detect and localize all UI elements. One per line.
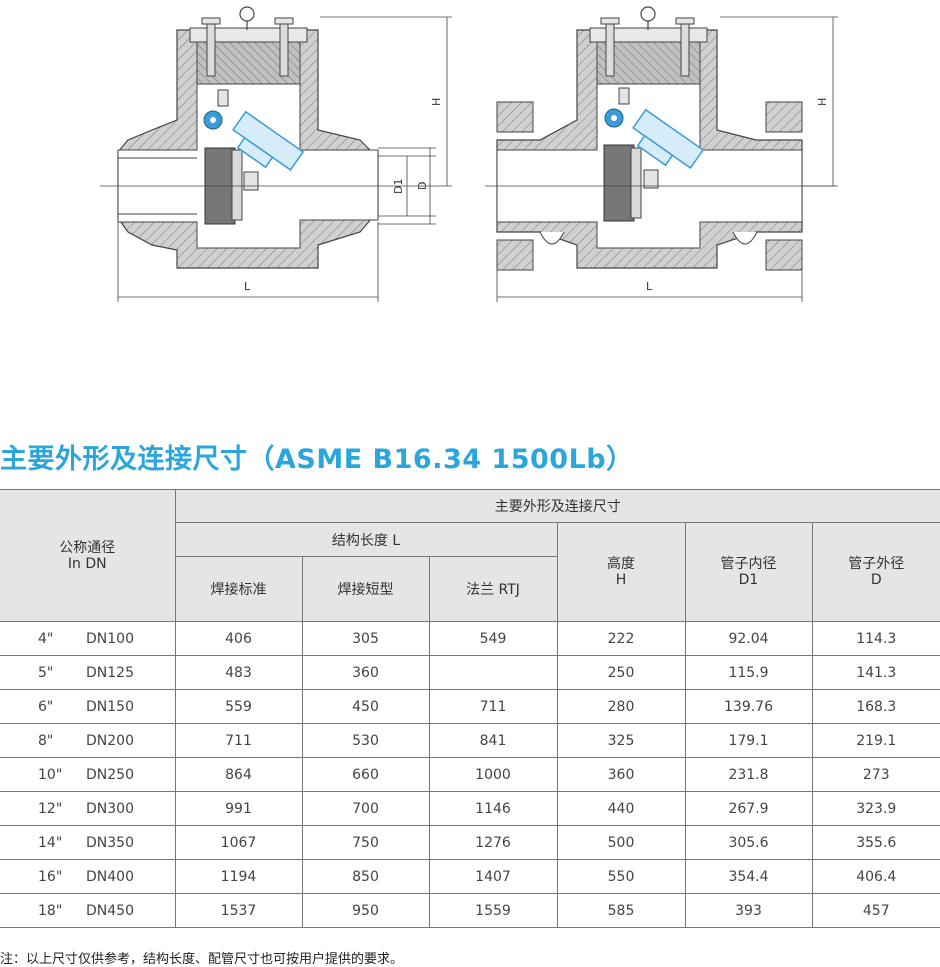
- header-group: 主要外形及连接尺寸: [174, 489, 940, 523]
- section-title: 主要外形及连接尺寸（ASME B16.34 1500Lb）: [0, 444, 634, 475]
- valve-drawings: H D1 D L: [0, 0, 940, 420]
- left-label-h: H: [430, 98, 443, 106]
- left-label-d1: D1: [392, 179, 405, 194]
- drawing-canvas: H D1 D L: [100, 6, 838, 302]
- right-disc-open: [632, 108, 705, 170]
- right-label-l: L: [646, 280, 653, 293]
- right-flange-left: [496, 101, 534, 133]
- header-weld-standard: 焊接标准: [174, 556, 303, 622]
- header-weld-short: 焊接短型: [301, 556, 430, 622]
- right-drawing-flanged: H L: [485, 6, 838, 302]
- left-label-l: L: [244, 280, 251, 293]
- left-label-d: D: [416, 182, 429, 190]
- right-flange-right: [765, 101, 803, 133]
- left-drawing-welded: H D1 D L: [100, 6, 452, 302]
- right-label-h: H: [816, 98, 829, 106]
- right-disc: [603, 144, 635, 222]
- header-flange-rtj: 法兰 RTJ: [428, 556, 558, 622]
- left-eye-bolt: [239, 6, 255, 22]
- footnote: 注：以上尺寸仅供参考，结构长度、配管尺寸也可按用户提供的要求。: [0, 952, 404, 967]
- left-bonnet-top: [189, 27, 308, 43]
- right-bolt-2: [680, 17, 690, 77]
- right-eye-bolt: [640, 6, 656, 22]
- left-bolt-2: [279, 17, 289, 77]
- right-bolt-1: [605, 17, 615, 77]
- left-bolt-1: [206, 17, 216, 77]
- left-disc-open: [232, 110, 305, 172]
- header-structural-length: 结构长度 L: [174, 522, 558, 557]
